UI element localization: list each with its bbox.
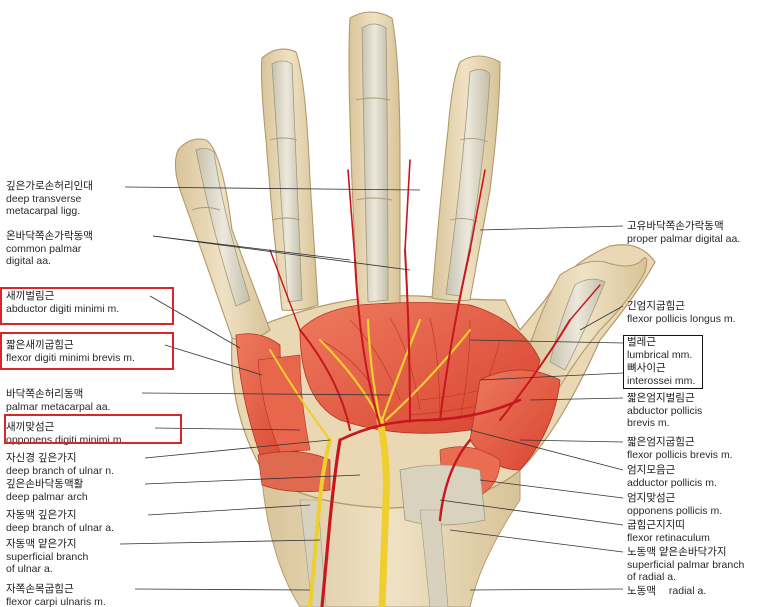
- label-deep-palmar-arch: 깊은손바닥동맥활 deep palmar arch: [6, 478, 88, 503]
- label-radial-artery: 노동맥 radial a.: [627, 585, 707, 597]
- radial-tendon: [419, 509, 449, 607]
- label-abductor-digiti-minimi: 새끼벌림근 abductor digiti minimi m.: [6, 290, 120, 315]
- label-superficial-branch-ulnar-artery: 자동맥 얕은가지 superficial branch of ulnar a.: [6, 538, 89, 575]
- label-palmar-metacarpal-arteries: 바닥쪽손허리동맥 palmar metacarpal aa.: [6, 388, 111, 413]
- label-lumbrical-muscles: 벌레근 lumbrical mm.: [627, 336, 693, 361]
- label-common-palmar-digital-arteries: 온바닥쪽손가락동맥 common palmar digital aa.: [6, 230, 93, 267]
- label-deep-transverse-metacarpal-ligaments: 깊은가로손허리인대 deep transverse metacarpal lig…: [6, 180, 93, 217]
- thumb-tendon: [549, 278, 606, 371]
- arteries: [269, 159, 601, 607]
- middle-finger-tendon: [361, 23, 389, 303]
- label-proper-palmar-digital-arteries: 고유바닥쪽손가락동맥 proper palmar digital aa.: [627, 220, 741, 245]
- label-flexor-carpi-ulnaris: 자쪽손목굽힘근 flexor carpi ulnaris m.: [6, 583, 106, 607]
- highlight-box-abductor-digiti-minimi: [0, 287, 174, 325]
- highlight-box-lumbrical-interossei: [623, 335, 703, 389]
- label-deep-branch-ulnar-nerve: 자신경 깊은가지 deep branch of ulnar n.: [6, 452, 114, 477]
- label-superficial-palmar-branch-radial-artery: 노동맥 얕은손바닥가지 superficial palmar branch of…: [627, 546, 745, 583]
- label-flexor-retinaculum: 굽힘근지지띠 flexor retinaculum: [627, 519, 710, 544]
- label-deep-branch-ulnar-artery: 자동맥 깊은가지 deep branch of ulnar a.: [6, 509, 114, 534]
- wrist-muscle-left: [257, 451, 331, 493]
- label-flexor-pollicis-brevis: 짧은엄지굽힘근 flexor pollicis brevis m.: [627, 436, 733, 461]
- highlight-box-flexor-digiti-minimi-brevis: [0, 332, 174, 370]
- joint-creases: [191, 97, 489, 223]
- label-flexor-pollicis-longus: 긴엄지굽힘근 flexor pollicis longus m.: [627, 300, 736, 325]
- highlight-box-opponens-digiti-minimi: [4, 414, 182, 444]
- label-adductor-pollicis: 엄지모음근 adductor pollicis m.: [627, 464, 717, 489]
- label-flexor-digiti-minimi-brevis: 짧은새끼굽힘근 flexor digiti minimi brevis m.: [6, 339, 135, 364]
- label-interossei-muscles: 뼈사이근 interossei mm.: [627, 362, 696, 387]
- label-abductor-pollicis-brevis: 짧은엄지벌림근 abductor pollicis brevis m.: [627, 392, 703, 429]
- ring-finger-tendon: [271, 60, 303, 303]
- label-opponens-pollicis: 엄지맞섬근 opponens pollicis m.: [627, 492, 723, 517]
- index-finger-tendon: [445, 69, 491, 297]
- nerves: [269, 318, 472, 607]
- opponens-digiti-minimi: [257, 354, 311, 453]
